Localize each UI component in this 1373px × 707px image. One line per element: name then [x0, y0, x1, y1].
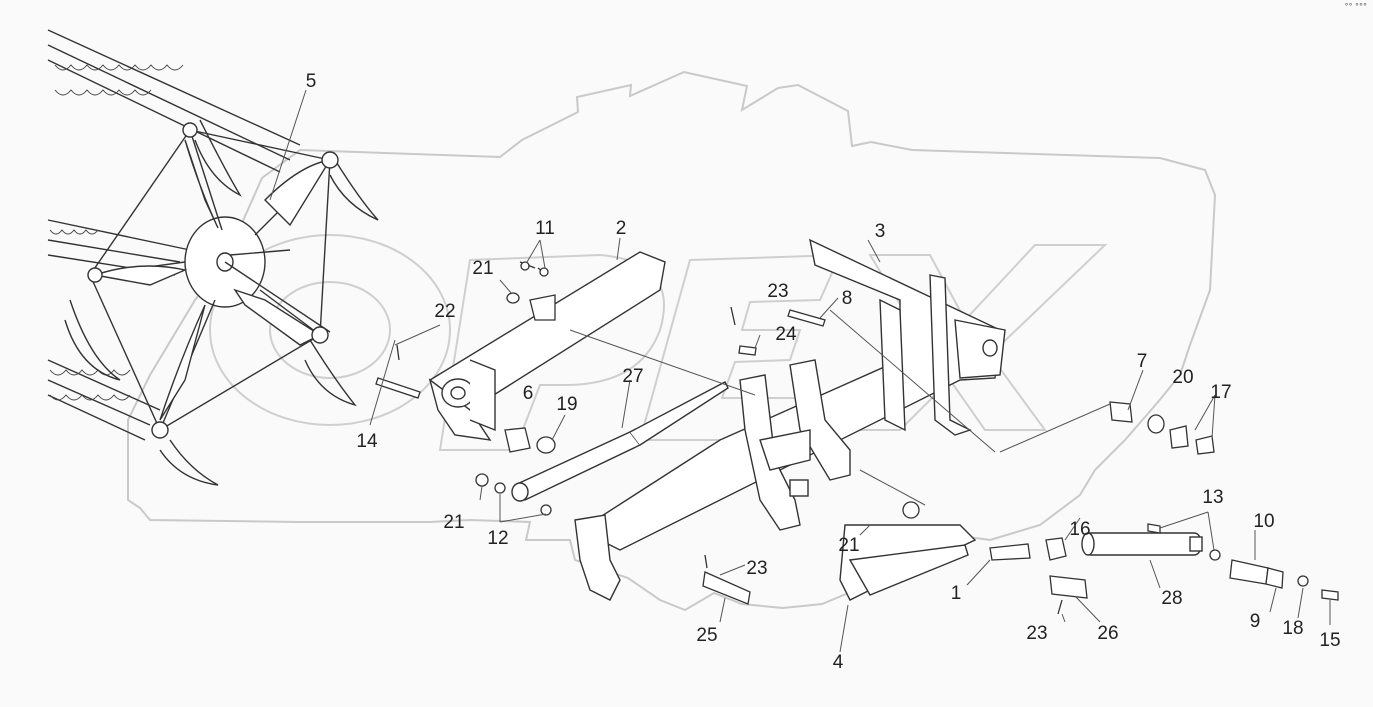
- callout-23: 23: [746, 558, 767, 579]
- callout-28: 28: [1161, 588, 1182, 609]
- part-21b: [475, 473, 489, 487]
- callout-21: 21: [472, 258, 493, 279]
- watermark-gear-outline: [127, 70, 1217, 612]
- callout-22: 22: [434, 301, 455, 322]
- callout-23: 23: [767, 281, 788, 302]
- part-23c: [704, 554, 708, 569]
- part-1: [989, 543, 1031, 561]
- callout-24: 24: [775, 324, 797, 345]
- callout-23: 23: [1026, 623, 1047, 644]
- part-14: [375, 377, 421, 399]
- watermark-letter-o: [209, 234, 451, 426]
- callout-2: 2: [616, 218, 627, 239]
- callout-12: 12: [487, 528, 508, 549]
- frame-beam-2: [428, 251, 666, 441]
- callout-16: 16: [1069, 519, 1090, 540]
- part-19: [536, 436, 556, 454]
- callout-11: 11: [535, 218, 555, 239]
- part-16: [1045, 537, 1067, 561]
- part-7: [1109, 401, 1133, 423]
- callout-17: 17: [1210, 382, 1231, 403]
- part-22: [396, 344, 400, 361]
- callout-1: 1: [951, 583, 962, 604]
- callout-25: 25: [696, 625, 717, 646]
- lower-plate-4: [839, 524, 977, 601]
- callout-13: 13: [1202, 487, 1223, 508]
- callout-21: 21: [838, 535, 859, 556]
- leader-lines: [269, 89, 1331, 653]
- part-21c: [902, 501, 920, 519]
- part-6: [504, 427, 531, 453]
- part-18: [1297, 575, 1309, 587]
- callout-3: 3: [875, 221, 886, 242]
- part-12a: [494, 482, 506, 494]
- main-frame-3: [574, 238, 1006, 601]
- part-12b: [540, 504, 552, 516]
- callout-14: 14: [356, 431, 378, 452]
- callout-10: 10: [1253, 511, 1274, 532]
- part-17a: [1169, 425, 1189, 449]
- cylinder-28: [1081, 532, 1203, 556]
- callout-labels: 5 11 2 3 21 23 8 22 24 7 20 17 27 6 19 1…: [306, 71, 1341, 673]
- callout-5: 5: [306, 71, 317, 92]
- callout-9: 9: [1250, 611, 1261, 632]
- part-10: [1229, 559, 1269, 585]
- corner-mark: °° °°°: [1344, 2, 1367, 11]
- callout-26: 26: [1097, 623, 1118, 644]
- callout-15: 15: [1319, 630, 1340, 651]
- part-26: [1049, 575, 1088, 599]
- part-20: [1147, 414, 1165, 434]
- callout-21: 21: [443, 512, 464, 533]
- part-13b: [1209, 549, 1221, 561]
- callout-20: 20: [1172, 367, 1193, 388]
- callout-8: 8: [842, 288, 853, 309]
- reel-assembly: [47, 29, 379, 486]
- part-25: [702, 571, 751, 605]
- part-8: [787, 309, 826, 327]
- callout-4: 4: [833, 652, 844, 673]
- part-21a: [506, 292, 520, 304]
- callout-19: 19: [556, 394, 577, 415]
- callout-18: 18: [1282, 618, 1303, 639]
- callout-7: 7: [1137, 351, 1148, 372]
- callout-6: 6: [523, 383, 534, 404]
- callout-27: 27: [622, 366, 643, 387]
- part-17b: [1195, 435, 1215, 455]
- bracket-11: [529, 294, 556, 321]
- small-parts: [375, 261, 1339, 615]
- part-24: [738, 345, 757, 356]
- part-15: [1321, 589, 1339, 601]
- part-9: [1265, 567, 1284, 589]
- part-23b: [1057, 599, 1063, 615]
- part-23a: [730, 306, 736, 326]
- part-13a: [1147, 523, 1161, 534]
